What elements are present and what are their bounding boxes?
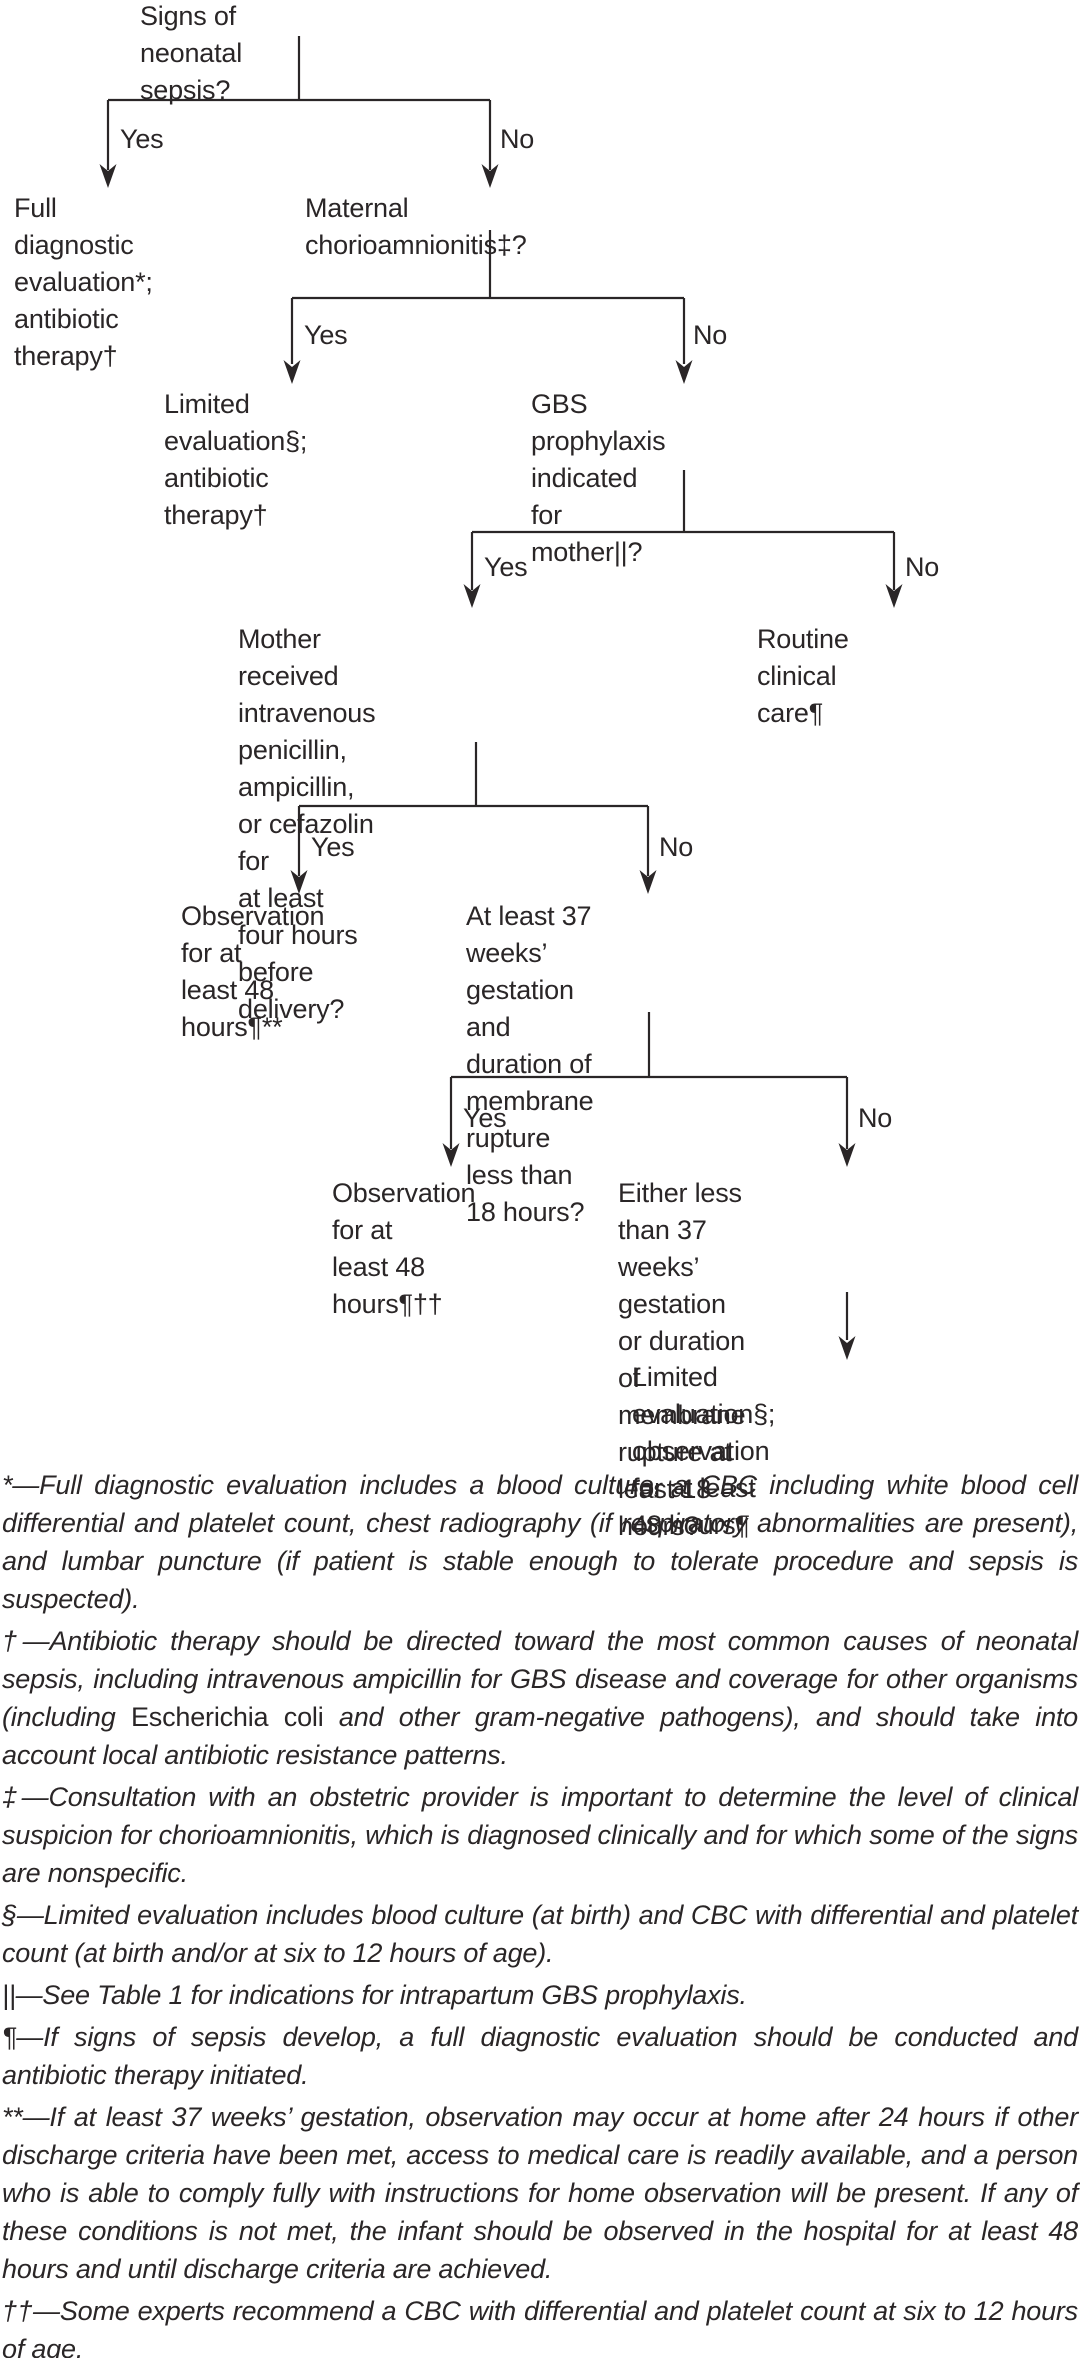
node-observation-48-hours-star: Observation for at least 48 hours¶**: [181, 901, 325, 1042]
node-routine-clinical-care: Routine clinical care¶: [757, 624, 849, 728]
footnote-text: ††—Some experts recommend a CBC with dif…: [2, 2296, 1078, 2358]
footnote-text: ||—See Table 1 for indications for intra…: [2, 1980, 747, 2010]
footnotes: *—Full diagnostic evaluation includes a …: [2, 1466, 1078, 2358]
node-limited-evaluation-antibiotic: Limited evaluation§; antibiotic therapy†: [164, 389, 308, 530]
node-mother-received-antibiotics: Mother received intravenous penicillin, …: [238, 624, 376, 1024]
edge-label-no-3: No: [905, 552, 940, 582]
flowchart-connectors: [99, 36, 903, 1360]
node-at-least-37-weeks: At least 37 weeks’ gestation and duratio…: [466, 901, 594, 1227]
footnote-text: ‡—Consultation with an obstetric provide…: [2, 1782, 1078, 1888]
node-full-diagnostic-evaluation: Full diagnostic evaluation*; antibiotic …: [14, 193, 153, 371]
footnote: §—Limited evaluation includes blood cult…: [2, 1896, 1078, 1972]
footnote-text-roman: Escherichia coli: [131, 1702, 324, 1732]
node-either-less-than-37-weeks: Either less than 37 weeks’ gestation or …: [618, 1178, 746, 1541]
edge-label-no-5: No: [858, 1103, 893, 1133]
footnote: ††—Some experts recommend a CBC with dif…: [2, 2292, 1078, 2358]
footnote-text: *—Full diagnostic evaluation includes a …: [2, 1470, 1078, 1614]
node-signs-of-neonatal-sepsis: Signs of neonatal sepsis?: [140, 1, 242, 105]
footnote: ||—See Table 1 for indications for intra…: [2, 1976, 1078, 2014]
node-gbs-prophylaxis-indicated: GBS prophylaxis indicated for mother||?: [531, 389, 666, 567]
edge-label-no-4: No: [659, 832, 694, 862]
footnote: **—If at least 37 weeks’ gestation, obse…: [2, 2098, 1078, 2288]
node-limited-evaluation-observation: Limited evaluation§; observation for at …: [632, 1362, 776, 1540]
footnote-text: and other gram-negative pathogens), and …: [2, 1702, 1078, 1770]
footnote-text: †—Antibiotic therapy should be directed …: [2, 1626, 1078, 1732]
edge-label-yes-4: Yes: [311, 832, 355, 862]
footnote-text: ¶—If signs of sepsis develop, a full dia…: [2, 2022, 1078, 2090]
footnote-text: **—If at least 37 weeks’ gestation, obse…: [2, 2102, 1078, 2284]
node-observation-48-hours-dagger: Observation for at least 48 hours¶††: [332, 1178, 476, 1319]
footnote: *—Full diagnostic evaluation includes a …: [2, 1466, 1078, 1618]
edge-label-yes-3: Yes: [484, 552, 528, 582]
edge-label-yes-5: Yes: [463, 1103, 507, 1133]
footnote: ‡—Consultation with an obstetric provide…: [2, 1778, 1078, 1892]
footnote: ¶—If signs of sepsis develop, a full dia…: [2, 2018, 1078, 2094]
footnote-text: §—Limited evaluation includes blood cult…: [2, 1900, 1078, 1968]
edge-label-no-2: No: [693, 320, 728, 350]
edge-label-yes-1: Yes: [120, 124, 164, 154]
edge-label-no-1: No: [500, 124, 535, 154]
node-maternal-chorioamnionitis: Maternal chorioamnionitis‡?: [305, 193, 527, 260]
footnote: †—Antibiotic therapy should be directed …: [2, 1622, 1078, 1774]
edge-label-yes-2: Yes: [304, 320, 348, 350]
